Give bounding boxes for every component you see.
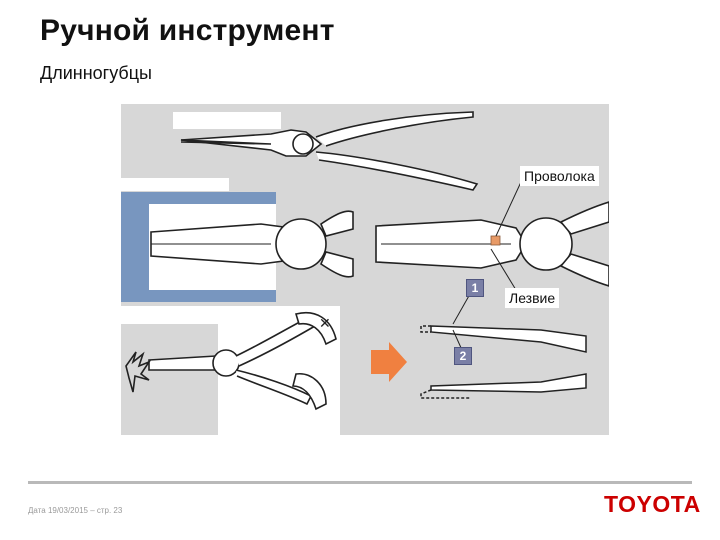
step-2-leader	[452, 329, 463, 351]
wire-cut-piece	[490, 235, 501, 246]
blank-label	[121, 306, 218, 324]
blank-label	[173, 112, 281, 129]
page-subtitle: Длинногубцы	[40, 63, 152, 83]
arrow-icon	[371, 342, 407, 382]
page-title: Ручной инструмент	[40, 14, 335, 47]
wire-callout: Проволока	[520, 166, 599, 186]
pliers-cutting-view	[375, 201, 609, 287]
blade-leader-line	[490, 248, 517, 291]
pliers-drawing: ✕	[121, 111, 609, 435]
pliers-misuse-view	[125, 312, 337, 411]
pliers-illustration: ✕ 1 2	[121, 104, 609, 435]
footer-divider	[28, 481, 692, 484]
anger-mark: ✕	[319, 315, 331, 331]
blade-callout: Лезвие	[505, 288, 560, 308]
pliers-full-view	[180, 111, 479, 191]
step-badge-1: 1	[466, 279, 484, 297]
step-1-leader	[452, 293, 471, 325]
blank-label	[121, 178, 229, 191]
pliers-in-hole	[150, 210, 354, 278]
footer-date-page: Дата 19/03/2015 – стр. 23	[28, 506, 123, 515]
step-badge-2: 2	[454, 347, 472, 365]
blade-detail-view	[420, 325, 587, 399]
toyota-logo: TOYOTA	[604, 491, 701, 517]
wire-leader-line	[495, 181, 522, 237]
